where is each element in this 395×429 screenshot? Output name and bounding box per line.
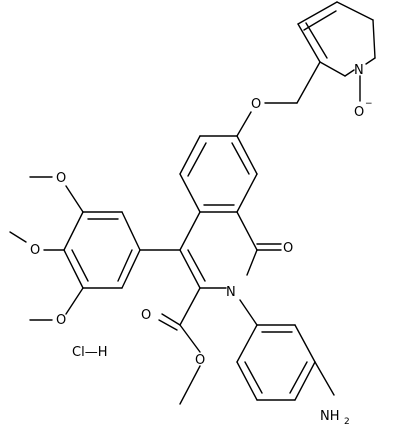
ch2-ether-linker — [236, 61, 321, 137]
benzo-ring — [179, 135, 258, 213]
methoxy-o-top-label: O — [56, 171, 66, 186]
aminophenyl-ring — [236, 299, 335, 401]
ester-o-label: O — [195, 353, 205, 368]
ether-o-label: O — [251, 97, 261, 112]
methoxy-o-middle-label: O — [30, 243, 40, 258]
n-oxide-o-label: O — [354, 105, 364, 120]
pyridinone-ring — [179, 211, 282, 289]
amide-n-label: N — [226, 285, 236, 300]
pyridine-n-label: N — [354, 63, 364, 78]
ester-carbonyl-o-label: O — [141, 308, 151, 323]
n-oxide-charge: − — [365, 99, 373, 109]
methyl-ester — [158, 287, 201, 405]
amine-nh-label: NH — [320, 409, 340, 424]
amine-subscript: 2 — [344, 417, 350, 427]
hcl-label: Cl—H — [72, 345, 107, 360]
pyridine-n-oxide-ring — [297, 1, 376, 102]
trimethoxyphenyl-ring — [9, 176, 181, 321]
methoxy-o-bottom-label: O — [56, 313, 66, 328]
carbonyl-o-label: O — [283, 241, 293, 256]
